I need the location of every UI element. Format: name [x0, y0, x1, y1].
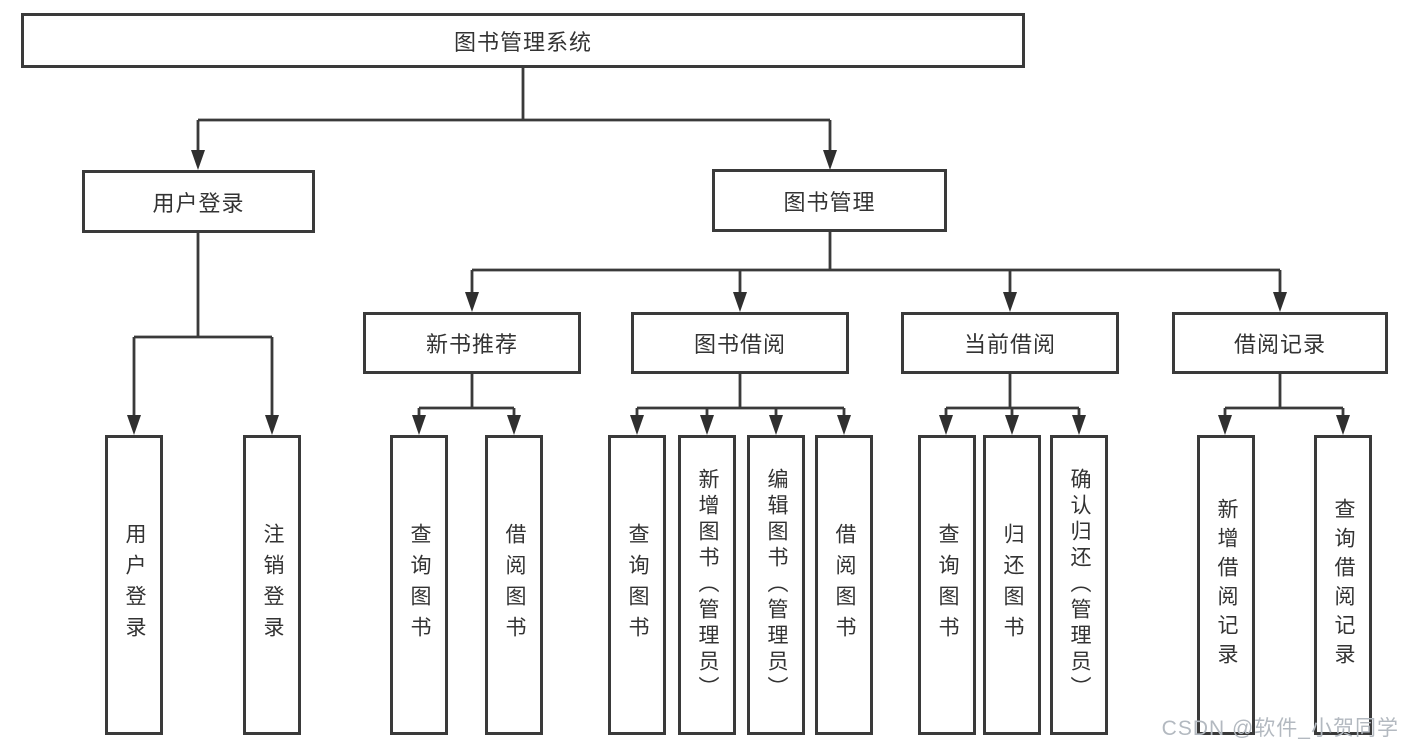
leaf-add-book-admin: 新增图书（管理员） [678, 435, 736, 735]
leaf-logout-login: 注销登录 [243, 435, 301, 735]
node-book-management: 图书管理 [712, 169, 947, 232]
node-current-borrow: 当前借阅 [901, 312, 1119, 374]
leaf-query-book-current: 查询图书 [918, 435, 976, 735]
node-new-book-recommend: 新书推荐 [363, 312, 581, 374]
connector-user-login-to-leaves [132, 233, 274, 417]
connector-new-book-recommend-to-leaves [417, 374, 516, 417]
node-root: 图书管理系统 [21, 13, 1025, 68]
leaf-confirm-return-admin: 确认归还（管理员） [1050, 435, 1108, 735]
arrowhead [939, 415, 953, 435]
leaf-query-borrow-record: 查询借阅记录 [1314, 435, 1372, 735]
arrowhead [837, 415, 851, 435]
arrowhead [769, 415, 783, 435]
connector-root-to-level2 [196, 68, 832, 152]
leaf-borrow-book-recommend: 借阅图书 [485, 435, 543, 735]
arrowhead [265, 415, 279, 435]
leaf-edit-book-admin: 编辑图书（管理员） [747, 435, 805, 735]
arrowhead [1003, 292, 1017, 312]
arrowhead [127, 415, 141, 435]
arrowhead [700, 415, 714, 435]
arrowhead [1273, 292, 1287, 312]
leaf-return-book: 归还图书 [983, 435, 1041, 735]
connector-book-management-to-level3 [470, 232, 1282, 294]
connector-current-borrow-to-leaves [944, 374, 1081, 417]
leaf-query-book-recommend: 查询图书 [390, 435, 448, 735]
arrowhead [733, 292, 747, 312]
leaf-add-borrow-record: 新增借阅记录 [1197, 435, 1255, 735]
node-borrow-records: 借阅记录 [1172, 312, 1388, 374]
connector-book-borrow-to-leaves [635, 374, 846, 417]
leaf-query-book-borrow: 查询图书 [608, 435, 666, 735]
arrowhead [630, 415, 644, 435]
arrowhead [412, 415, 426, 435]
arrowhead [191, 150, 205, 170]
leaf-user-login: 用户登录 [105, 435, 163, 735]
watermark: CSDN @软件_小贺同学 [1161, 717, 1399, 740]
node-user-login: 用户登录 [82, 170, 315, 233]
arrowhead [1218, 415, 1232, 435]
arrowhead [1336, 415, 1350, 435]
arrowhead [823, 150, 837, 170]
node-book-borrow: 图书借阅 [631, 312, 849, 374]
arrowhead [507, 415, 521, 435]
leaf-borrow-book: 借阅图书 [815, 435, 873, 735]
arrowhead [1005, 415, 1019, 435]
arrowhead [1072, 415, 1086, 435]
connector-borrow-records-to-leaves [1223, 374, 1345, 417]
arrowhead [465, 292, 479, 312]
